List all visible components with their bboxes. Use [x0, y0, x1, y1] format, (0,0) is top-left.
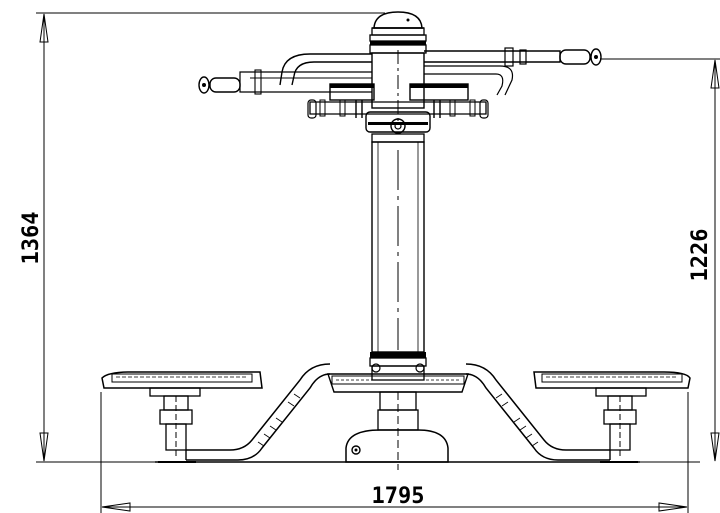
arrow-head-top	[710, 59, 720, 89]
arm-height-label: 1226	[688, 229, 713, 282]
grip-left	[209, 77, 241, 93]
base-frame	[185, 363, 611, 461]
dimension-total-height: 1364	[19, 12, 700, 463]
center-base	[327, 363, 469, 470]
arrow-head-right	[658, 502, 688, 512]
handlebar-assembly	[198, 47, 602, 119]
grip-right	[559, 49, 591, 65]
right-platform	[533, 371, 691, 463]
dimension-arm-height: 1226	[600, 58, 720, 462]
arrow-head-bottom	[39, 432, 49, 462]
central-column	[365, 11, 431, 381]
left-platform	[101, 371, 263, 463]
total-height-label: 1364	[19, 212, 44, 265]
total-width-label: 1795	[372, 484, 425, 509]
arrow-head-left	[101, 502, 131, 512]
dimension-total-width: 1795	[100, 392, 689, 513]
arrow-head-top	[39, 13, 49, 43]
arrow-head-bottom	[710, 432, 720, 462]
bolt-icon	[390, 118, 406, 134]
